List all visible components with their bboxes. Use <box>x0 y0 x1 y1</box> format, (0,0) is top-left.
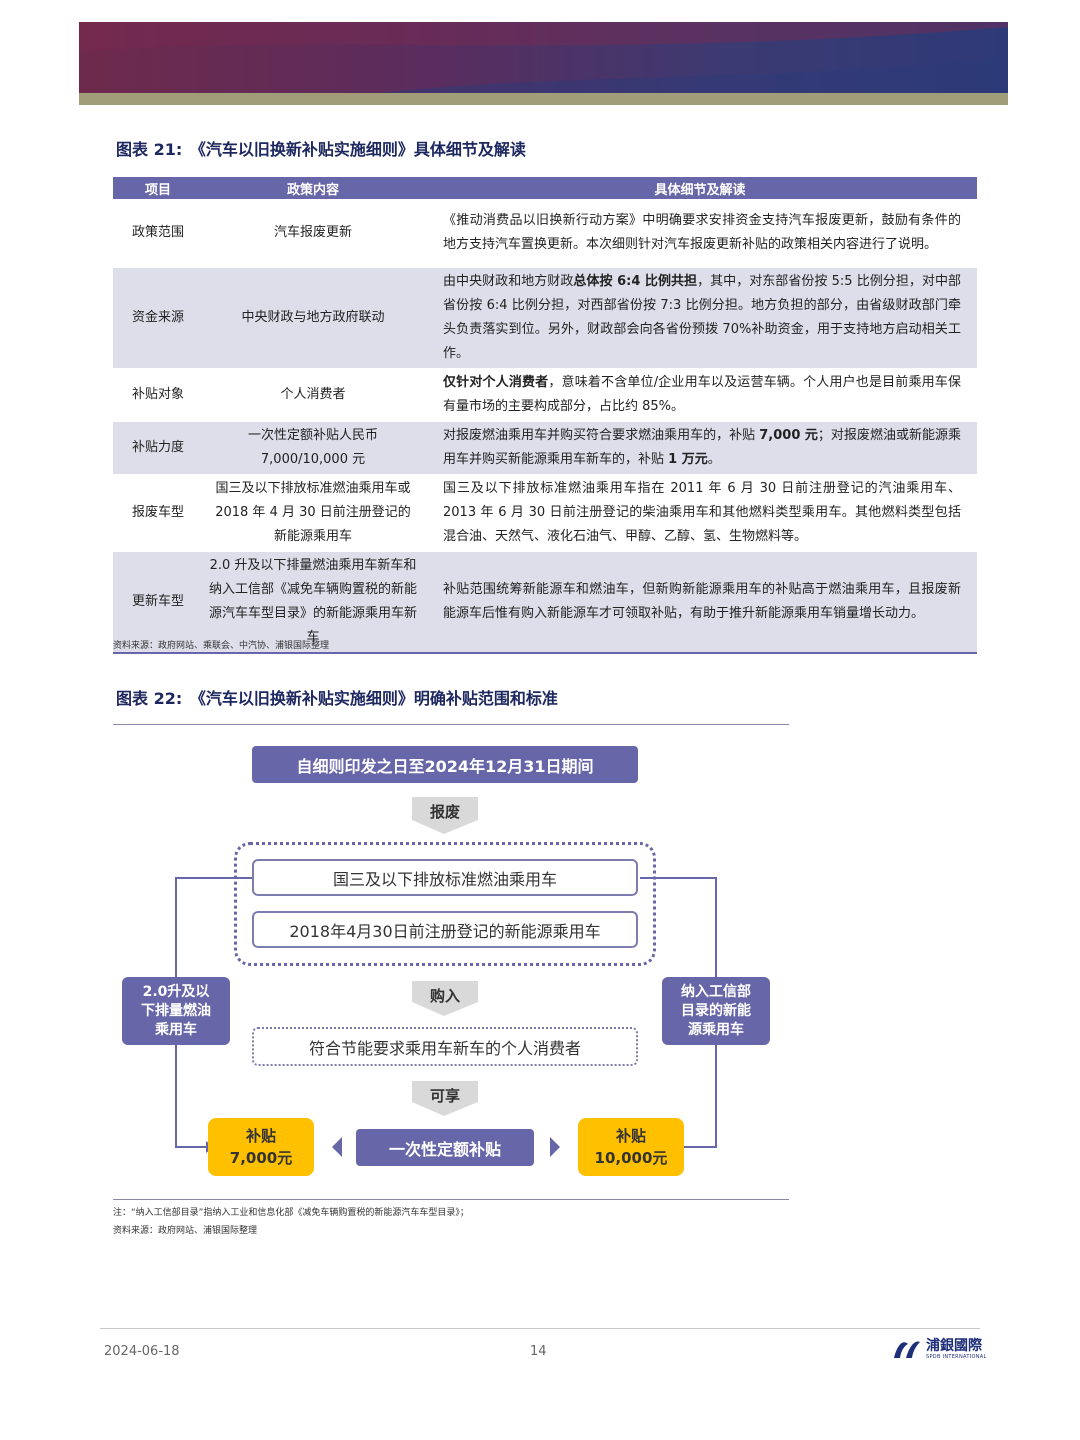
row-content: 2.0 升及以下排量燃油乘用车新车和纳入工信部《减免车辆购置税的新能源汽车车型目… <box>203 551 423 654</box>
table-row: 政策范围 汽车报废更新 《推动消费品以旧换新行动方案》中明确要求安排资金支持汽车… <box>113 199 977 268</box>
row-item: 资金来源 <box>113 267 203 369</box>
table-row: 资金来源 中央财政与地方政府联动 由中央财政和地方财政总体按 6:4 比例共担，… <box>113 267 977 369</box>
row-detail: 补贴范围统筹新能源车和燃油车，但新购新能源乘用车的补贴高于燃油乘用车，且报废新能… <box>423 551 977 654</box>
figure-21-text: 《汽车以旧换新补贴实施细则》具体细节及解读 <box>189 140 526 159</box>
row-detail: 国三及以下排放标准燃油乘用车指在 2011 年 6 月 30 日前注册登记的汽油… <box>423 474 977 552</box>
period-box: 自细则印发之日至2024年12月31日期间 <box>252 746 638 783</box>
scrap-option-nev: 2018年4月30日前注册登记的新能源乘用车 <box>252 911 638 948</box>
footer-date: 2024-06-18 <box>104 1344 180 1359</box>
left-car-type-line: 乘用车 <box>155 1021 197 1038</box>
detail-bold: 1 万元 <box>668 451 708 467</box>
step-buy-label: 购入 <box>429 987 460 1005</box>
row-content: 国三及以下排放标准燃油乘用车或 2018 年 4 月 30 日前注册登记的新能源… <box>203 474 423 552</box>
figure-21-source: 资料来源：政府网站、乘联会、中汽协、浦银国际整理 <box>113 641 330 651</box>
table-row: 报废车型 国三及以下排放标准燃油乘用车或 2018 年 4 月 30 日前注册登… <box>113 474 977 552</box>
company-logo: 浦銀國際 SPDB INTERNATIONAL <box>892 1338 987 1360</box>
figure-22-note: 注：“纳入工信部目录”指纳入工业和信息化部《减免车辆购置税的新能源汽车车型目录》… <box>113 1208 469 1218</box>
header-item: 项目 <box>113 177 203 199</box>
row-content: 一次性定额补贴人民币 7,000/10,000 元 <box>203 421 423 475</box>
detail-text: 。 <box>707 451 721 467</box>
subsidy-10000-value: 10,000元 <box>594 1149 668 1167</box>
right-car-type-line: 源乘用车 <box>688 1021 744 1038</box>
header-strip <box>79 93 1008 105</box>
header-content: 政策内容 <box>203 177 423 199</box>
figure-22-title: 图表 22: 《汽车以旧换新补贴实施细则》明确补贴范围和标准 <box>116 685 558 709</box>
policy-table: 项目 政策内容 具体细节及解读 政策范围 汽车报废更新 《推动消费品以旧换新行动… <box>113 177 977 654</box>
scrap-option-fuel: 国三及以下排放标准燃油乘用车 <box>252 859 638 896</box>
subsidy-7000-value: 7,000元 <box>229 1149 293 1167</box>
row-detail: 仅针对个人消费者，意味着不含单位/企业用车以及运营车辆。个人用户也是目前乘用车保… <box>423 368 977 422</box>
detail-bold: 总体按 6:4 比例共担 <box>573 273 698 289</box>
row-item: 更新车型 <box>113 551 203 654</box>
header-banner <box>79 22 1008 93</box>
figure-22-top-rule <box>113 724 789 725</box>
logo-mark-icon <box>894 1341 920 1358</box>
logo-english-text: SPDB INTERNATIONAL <box>926 1353 987 1360</box>
logo-chinese-text: 浦銀國際 <box>926 1337 982 1354</box>
row-item: 政策范围 <box>113 199 203 268</box>
right-car-type-line: 纳入工信部 <box>681 983 751 1000</box>
detail-text: 由中央财政和地方财政 <box>443 273 574 289</box>
figure-21-title: 图表 21: 《汽车以旧换新补贴实施细则》具体细节及解读 <box>116 136 526 160</box>
right-car-type-box: 纳入工信部 目录的新能 源乘用车 <box>662 977 770 1045</box>
left-car-type-line: 下排量燃油 <box>141 1002 211 1019</box>
subsidy-10000-box: 补贴 10,000元 <box>578 1118 684 1176</box>
row-item: 补贴力度 <box>113 421 203 475</box>
row-detail: 由中央财政和地方财政总体按 6:4 比例共担，其中，对东部省份按 5:5 比例分… <box>423 267 977 369</box>
scrap-group-frame <box>234 842 656 966</box>
buyer-box: 符合节能要求乘用车新车的个人消费者 <box>252 1027 638 1066</box>
subsidy-10000-title: 补贴 <box>615 1127 646 1145</box>
figure-22-bottom-rule <box>113 1199 789 1200</box>
page-number: 14 <box>530 1344 547 1359</box>
row-detail: 对报废燃油乘用车并购买符合要求燃油乘用车的，补贴 7,000 元；对报废燃油或新… <box>423 421 977 475</box>
lump-sum-box: 一次性定额补贴 <box>356 1129 534 1166</box>
table-row: 更新车型 2.0 升及以下排量燃油乘用车新车和纳入工信部《减免车辆购置税的新能源… <box>113 551 977 654</box>
subsidy-7000-title: 补贴 <box>245 1127 276 1145</box>
row-item: 补贴对象 <box>113 368 203 422</box>
detail-text: 国三及以下排放标准燃油乘用车指在 2011 年 6 月 30 日前注册登记的汽油… <box>443 480 961 544</box>
subsidy-7000-box: 补贴 7,000元 <box>208 1118 314 1176</box>
detail-text: 对报废燃油乘用车并购买符合要求燃油乘用车的，补贴 <box>443 427 760 443</box>
table-header-row: 项目 政策内容 具体细节及解读 <box>113 177 977 199</box>
banner-decoration <box>79 22 1008 93</box>
step-enjoy-label: 可享 <box>429 1087 460 1105</box>
figure-22-text: 《汽车以旧换新补贴实施细则》明确补贴范围和标准 <box>189 689 558 708</box>
header-detail: 具体细节及解读 <box>423 177 977 199</box>
detail-text: 补贴范围统筹新能源车和燃油车，但新购新能源乘用车的补贴高于燃油乘用车，且报废新能… <box>443 581 961 621</box>
detail-text: ，其中，对东部省份按 5:5 比例分担，对中部省份按 6:4 比例分担，对西部省… <box>443 273 961 361</box>
left-car-type-box: 2.0升及以 下排量燃油 乘用车 <box>122 977 230 1045</box>
figure-21-label: 图表 21: <box>116 140 183 159</box>
figure-22-source: 资料来源：政府网站、浦银国际整理 <box>113 1226 258 1236</box>
footer-rule <box>100 1328 980 1329</box>
detail-bold: 仅针对个人消费者 <box>443 374 549 390</box>
left-car-type-line: 2.0升及以 <box>142 983 210 1000</box>
row-item: 报废车型 <box>113 474 203 552</box>
figure-22-label: 图表 22: <box>116 689 183 708</box>
detail-text: 《推动消费品以旧换新行动方案》中明确要求安排资金支持汽车报废更新，鼓励有条件的地… <box>443 212 961 252</box>
row-detail: 《推动消费品以旧换新行动方案》中明确要求安排资金支持汽车报废更新，鼓励有条件的地… <box>423 199 977 268</box>
detail-text: ，意味着不含单位/企业用车以及运营车辆。个人用户也是目前乘用车保有量市场的主要构… <box>443 374 961 414</box>
row-content: 个人消费者 <box>203 368 423 422</box>
detail-text: ；对报废燃油或新能源乘用车并购买新能源乘用车新车的，补贴 <box>443 427 961 467</box>
right-car-type-line: 目录的新能 <box>681 1002 751 1019</box>
row-content: 汽车报废更新 <box>203 199 423 268</box>
table-row: 补贴对象 个人消费者 仅针对个人消费者，意味着不含单位/企业用车以及运营车辆。个… <box>113 368 977 422</box>
step-scrap-label: 报废 <box>429 803 460 821</box>
detail-bold: 7,000 元 <box>759 427 818 443</box>
row-content: 中央财政与地方政府联动 <box>203 267 423 369</box>
table-row: 补贴力度 一次性定额补贴人民币 7,000/10,000 元 对报废燃油乘用车并… <box>113 421 977 475</box>
